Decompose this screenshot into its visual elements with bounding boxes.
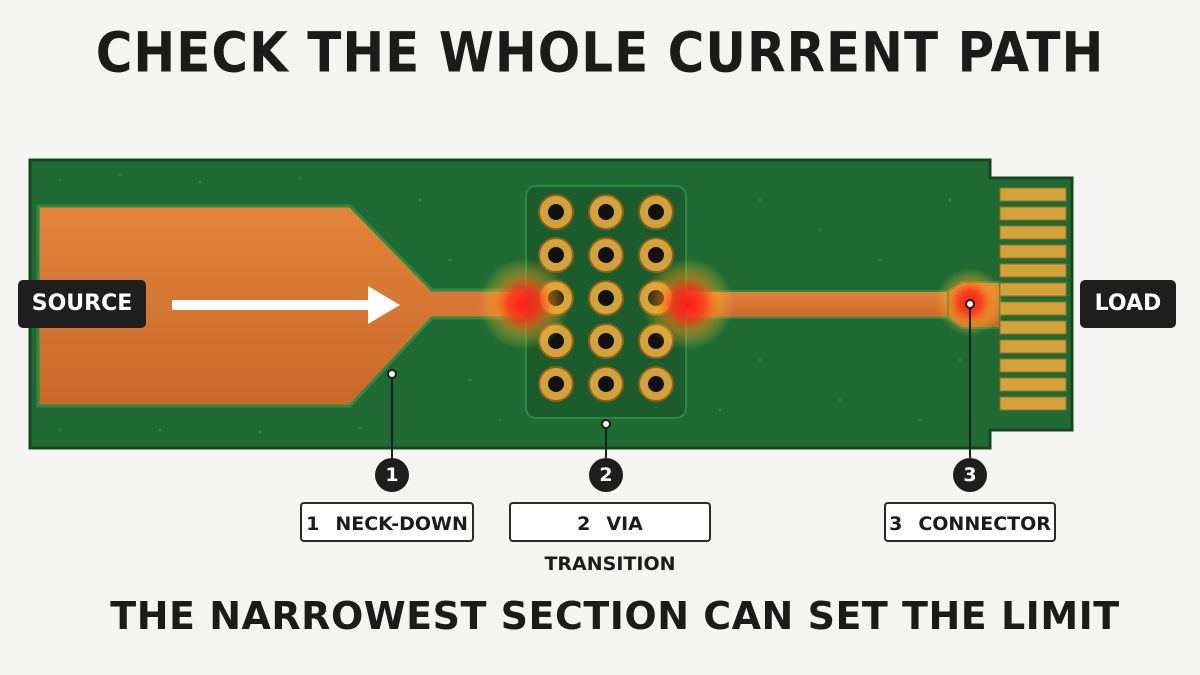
- callout-badge-1: 1: [375, 458, 409, 492]
- load-label: LOAD: [1080, 280, 1176, 328]
- current-arrow: [172, 286, 400, 324]
- page-title: CHECK THE WHOLE CURRENT PATH: [95, 21, 1105, 85]
- callout-text: VIA TRANSITION: [544, 513, 676, 575]
- via-hole: [648, 376, 664, 392]
- via-hole: [548, 247, 564, 263]
- via-hole: [598, 247, 614, 263]
- via-hole: [548, 204, 564, 220]
- gold-finger: [999, 187, 1067, 202]
- footer-caption: THE NARROWEST SECTION CAN SET THE LIMIT: [110, 594, 1120, 638]
- source-label: SOURCE: [18, 280, 146, 328]
- via-hole: [598, 290, 614, 306]
- gold-finger: [999, 377, 1067, 392]
- hotspots: [478, 258, 1004, 350]
- callout-number: 3: [889, 513, 903, 535]
- gold-finger: [999, 225, 1067, 240]
- via-hole: [648, 247, 664, 263]
- via-hole: [648, 204, 664, 220]
- gold-fingers: [999, 187, 1067, 411]
- callout-text: CONNECTOR: [918, 513, 1051, 535]
- gold-finger: [999, 320, 1067, 335]
- gold-finger: [999, 396, 1067, 411]
- gold-finger: [999, 244, 1067, 259]
- callout-number: 1: [306, 513, 320, 535]
- gold-finger: [999, 206, 1067, 221]
- gold-finger: [999, 282, 1067, 297]
- callout-neck-down: 1 NECK-DOWN: [300, 502, 474, 542]
- via-hole: [598, 376, 614, 392]
- hotspot-via-left: [478, 258, 570, 350]
- callout-badge-2: 2: [589, 458, 623, 492]
- gold-finger: [999, 358, 1067, 373]
- via-hole: [548, 376, 564, 392]
- callout-badge-3: 3: [953, 458, 987, 492]
- callout-number: 2: [577, 513, 591, 535]
- via-hole: [598, 333, 614, 349]
- via-hole: [598, 204, 614, 220]
- gold-finger: [999, 263, 1067, 278]
- callout-connector: 3 CONNECTOR: [884, 502, 1056, 542]
- callout-leaders: [387, 299, 975, 458]
- gold-finger: [999, 301, 1067, 316]
- callout-text: NECK-DOWN: [335, 513, 468, 535]
- vias: [538, 194, 674, 402]
- gold-finger: [999, 339, 1067, 354]
- board-texture: [58, 173, 962, 434]
- hotspot-via-right: [642, 258, 734, 350]
